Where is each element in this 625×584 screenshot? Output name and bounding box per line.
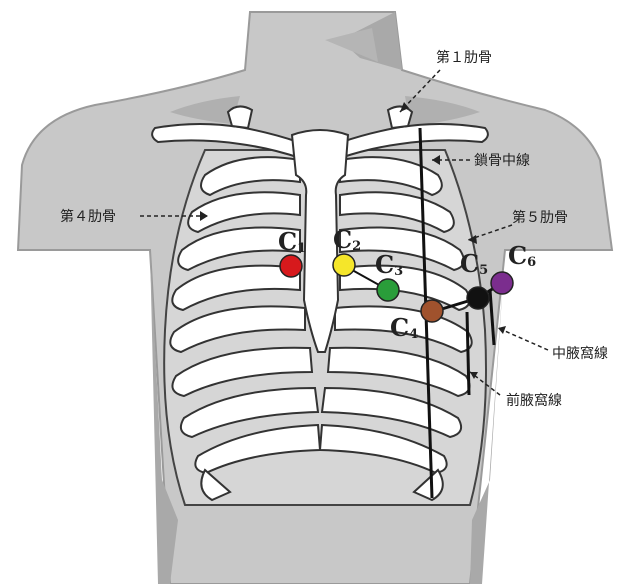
electrode-c5[interactable]: [467, 287, 489, 309]
electrode-c6[interactable]: [491, 272, 513, 294]
acromion-right: [388, 106, 412, 128]
electrode-c3[interactable]: [377, 279, 399, 301]
label-rib4: 第４肋骨: [60, 208, 116, 225]
label-rib5: 第５肋骨: [512, 209, 568, 226]
electrode-c1[interactable]: [280, 255, 302, 277]
label-rib1: 第１肋骨: [436, 49, 492, 66]
label-ant-axillary: 前腋窩線: [506, 392, 562, 409]
electrode-c2[interactable]: [333, 254, 355, 276]
label-mid-axillary: 中腋窩線: [552, 345, 608, 362]
acromion-left: [228, 106, 252, 128]
electrode-c4[interactable]: [421, 300, 443, 322]
anterior-axillary-line: [467, 312, 469, 395]
label-clavicular-line: 鎖骨中線: [474, 153, 530, 169]
